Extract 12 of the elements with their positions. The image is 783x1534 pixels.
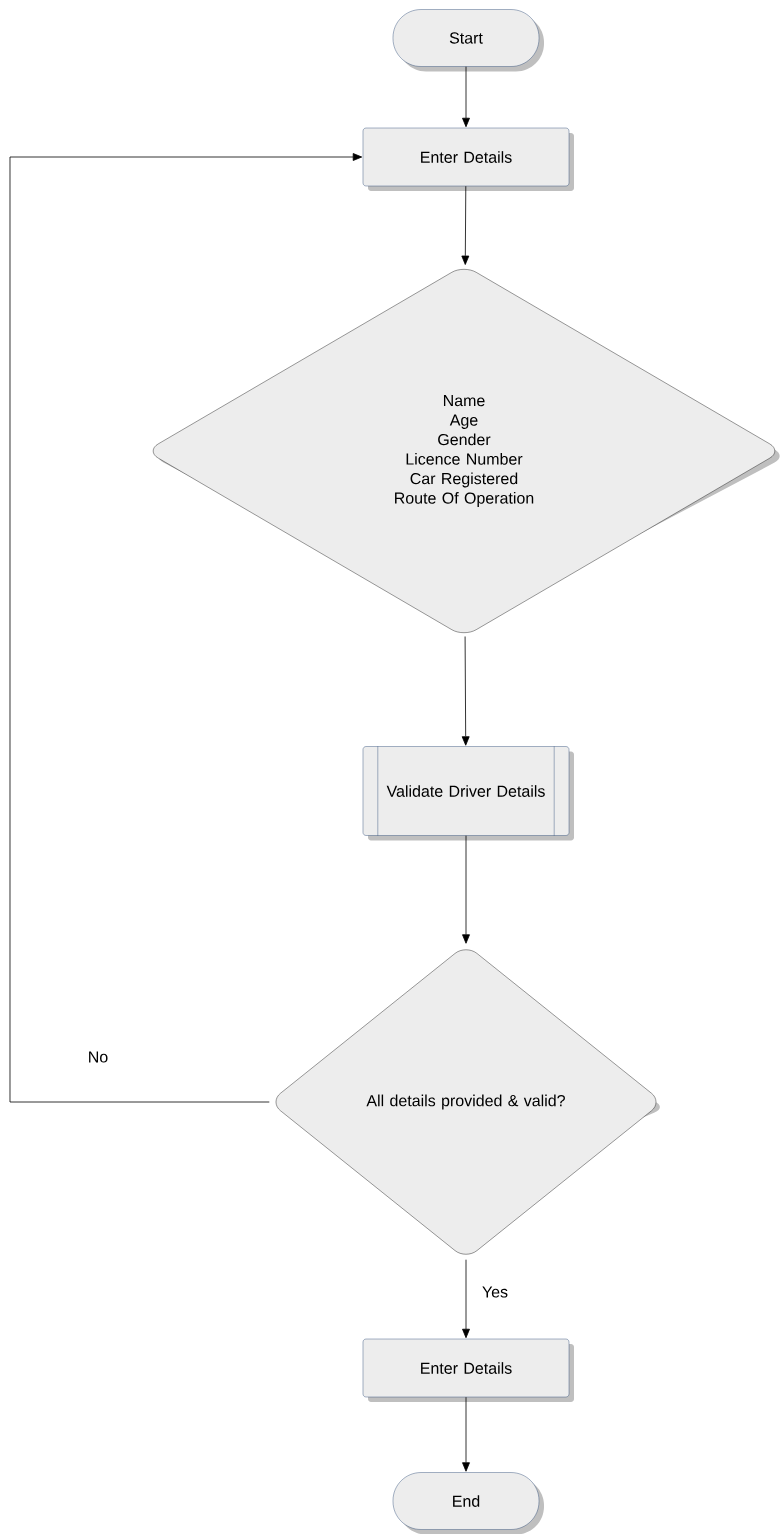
arrow — [461, 185, 470, 265]
edge-label: No — [86, 1050, 110, 1064]
predefined-process-box: Validate Driver Details — [362, 746, 574, 841]
arrow — [462, 1396, 470, 1472]
arrow — [462, 66, 470, 128]
arrow — [462, 1259, 470, 1339]
arrow — [461, 636, 470, 746]
process-box: Enter Details — [362, 127, 574, 191]
edge-label: Yes — [480, 1285, 510, 1299]
arrow — [9, 153, 363, 1103]
process-box: Enter Details — [362, 1338, 574, 1402]
arrow — [462, 835, 470, 944]
